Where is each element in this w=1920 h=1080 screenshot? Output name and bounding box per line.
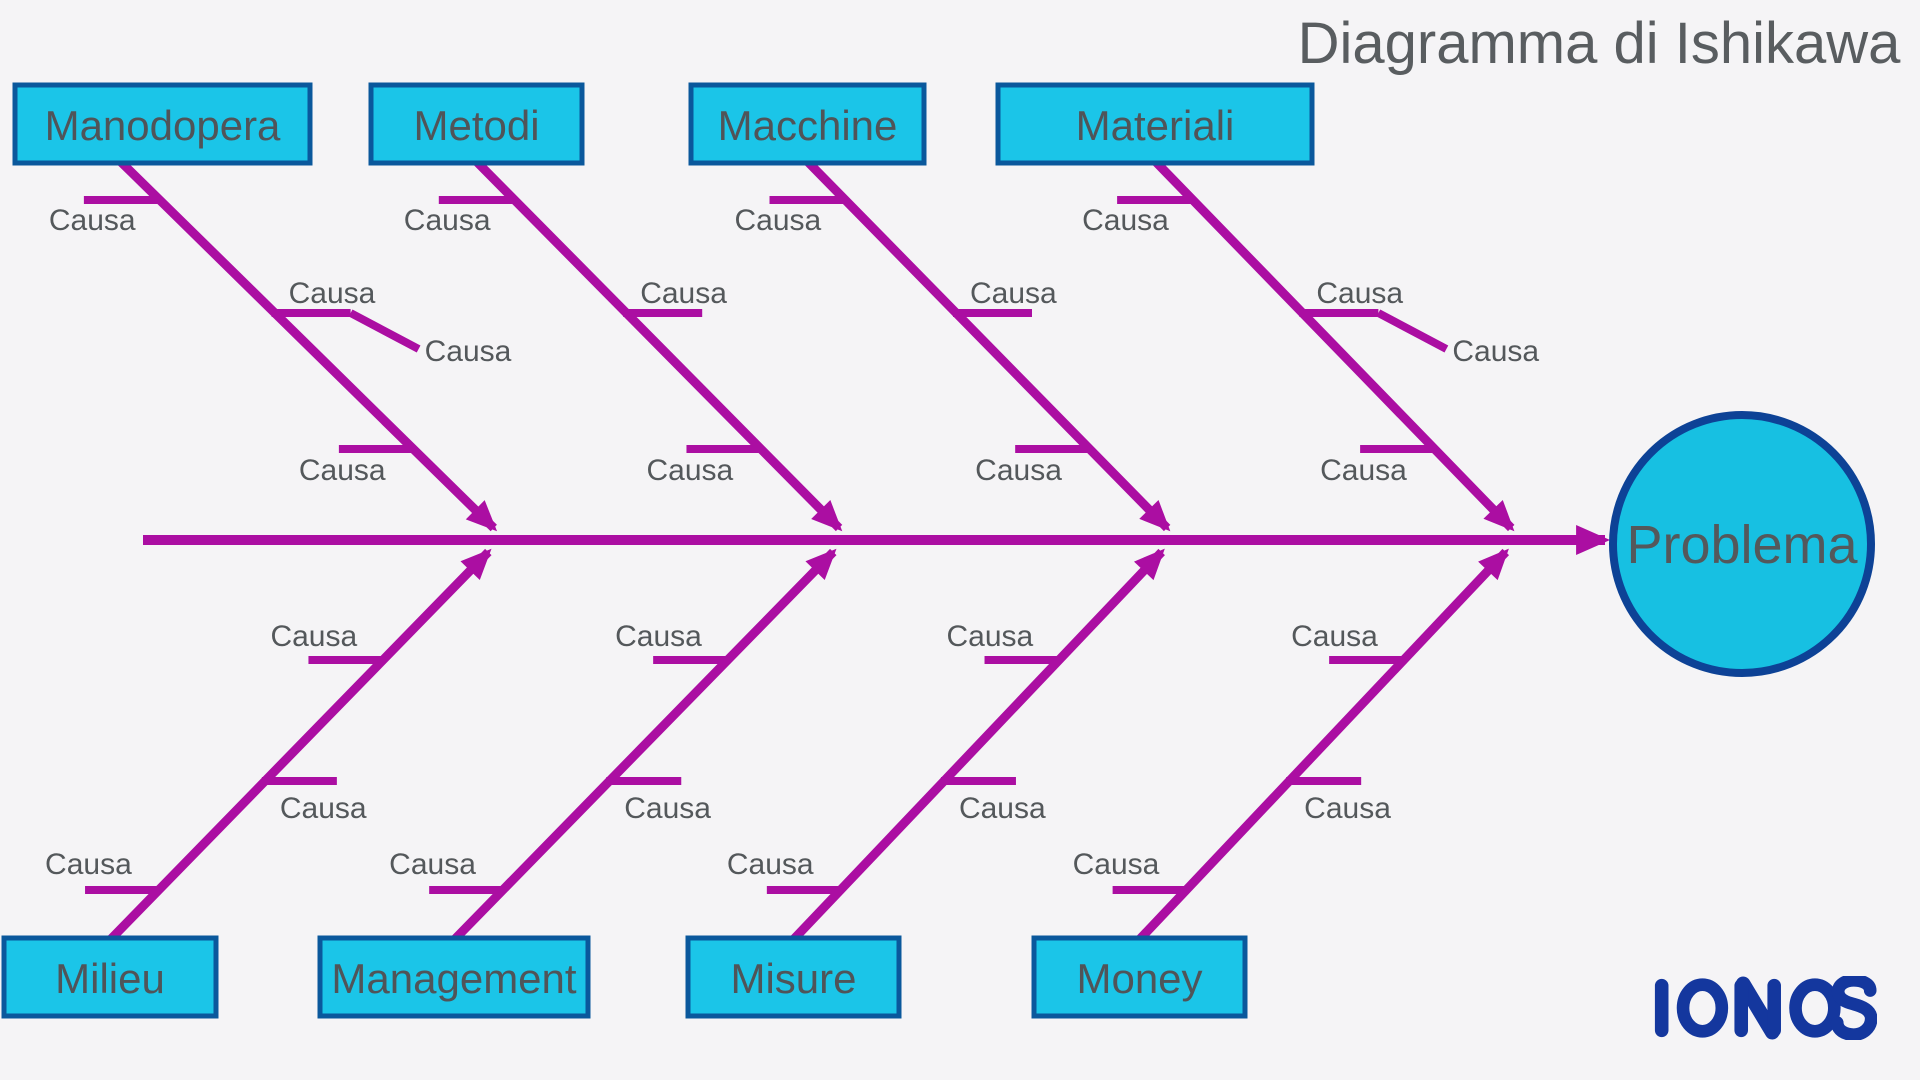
cause-label: Causa (735, 204, 822, 237)
sub-cause-line (348, 309, 421, 353)
branch-line-bottom-3 (1135, 548, 1510, 944)
logo-letter-n-diagonal (1735, 976, 1780, 1040)
category-label-metodi: Metodi (413, 102, 539, 149)
category-box-misure (685, 935, 902, 1019)
branch-line-top-1 (472, 157, 843, 532)
category-label-macchine: Macchine (718, 102, 898, 149)
cause-label: Causa (1082, 204, 1169, 237)
branch-line-bottom-1 (450, 548, 837, 944)
branch-line-top-2 (803, 157, 1171, 532)
category-label-management: Management (331, 955, 576, 1002)
category-label-money: Money (1076, 955, 1202, 1002)
cause-label: Causa (1304, 792, 1391, 825)
cause-label: Causa (404, 204, 491, 237)
cause-label: Causa (1073, 848, 1160, 881)
cause-label: Causa (1320, 454, 1407, 487)
cause-label: Causa (299, 454, 386, 487)
branch-line-top-3 (1151, 157, 1515, 532)
category-box-materiali (995, 82, 1315, 166)
category-box-metodi (368, 82, 585, 166)
cause-label: Causa (959, 792, 1046, 825)
cause-label: Causa (615, 620, 702, 653)
cause-label: Causa (270, 620, 357, 653)
sub-cause-line (1376, 309, 1449, 353)
cause-label: Causa (970, 277, 1057, 310)
category-box-money (1031, 935, 1248, 1019)
logo-letter-s (1830, 976, 1877, 1040)
cause-label: Causa (646, 454, 733, 487)
cause-label: Causa (640, 277, 727, 310)
cause-label: Causa (1291, 620, 1378, 653)
category-box-milieu (1, 935, 219, 1019)
logo-letter-o1 (1676, 978, 1729, 1038)
ionos-logo-glyphs (1654, 976, 1877, 1040)
category-label-manodopera: Manodopera (45, 102, 281, 149)
category-box-manodopera (12, 82, 313, 166)
cause-label: Causa (280, 792, 367, 825)
cause-label: Causa (975, 454, 1062, 487)
category-box-management (317, 935, 591, 1019)
branch-line-bottom-0 (106, 548, 492, 944)
branch-line-top-0 (116, 157, 498, 532)
cause-label: Causa (389, 848, 476, 881)
cause-label: Causa (45, 848, 132, 881)
logo-letter-o2 (1789, 978, 1841, 1038)
category-label-misure: Misure (730, 955, 856, 1002)
ionos-logo (1654, 976, 1877, 1040)
category-box-macchine (688, 82, 927, 166)
cause-label: Causa (947, 620, 1034, 653)
cause-label: Causa (727, 848, 814, 881)
problem-circle (1609, 411, 1875, 677)
cause-label: Causa (289, 277, 376, 310)
sub-cause-label: Causa (1452, 335, 1539, 368)
cause-label: Causa (49, 204, 136, 237)
category-label-milieu: Milieu (55, 955, 165, 1002)
category-label-materiali: Materiali (1076, 102, 1235, 149)
sub-cause-label: Causa (425, 335, 512, 368)
cause-label: Causa (1316, 277, 1403, 310)
branch-line-bottom-2 (789, 548, 1165, 944)
cause-label: Causa (624, 792, 711, 825)
page-title: Diagramma di Ishikawa (1297, 11, 1901, 76)
problem-label: Problema (1626, 515, 1858, 575)
